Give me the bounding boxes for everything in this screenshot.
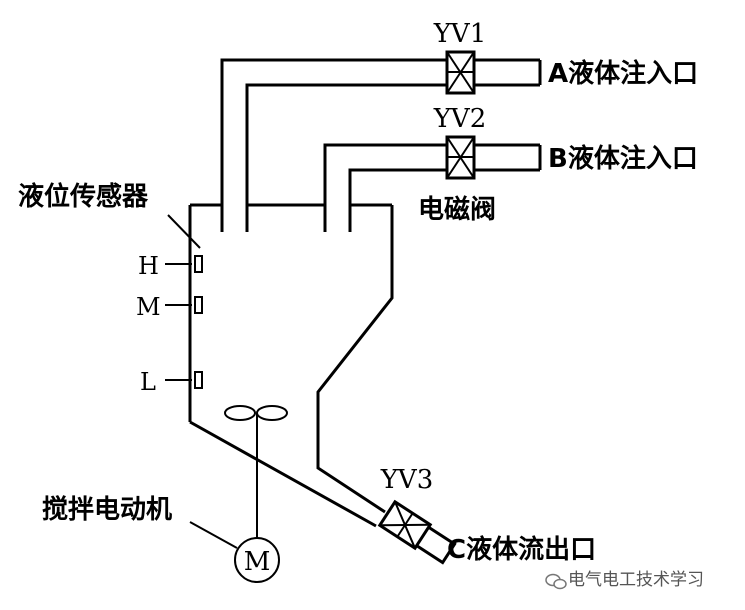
motor-symbol-label: M — [244, 547, 271, 577]
level-h-label: H — [138, 252, 159, 280]
watermark: 电气电工技术学习 — [545, 570, 704, 590]
pipe-b — [323, 143, 542, 232]
inlet-a-label: A液体注入口 — [548, 58, 698, 89]
level-sensors — [165, 214, 203, 389]
level-sensor-label: 液位传感器 — [18, 181, 149, 212]
yv1-label: YV1 — [433, 19, 486, 49]
valve-yv2 — [445, 135, 476, 180]
motor-label: 搅拌电动机 — [42, 494, 172, 525]
pipe-a — [220, 58, 542, 232]
outlet-c-label: C液体流出口 — [447, 535, 596, 565]
outlet-pipe — [415, 525, 457, 565]
agitator — [189, 405, 288, 583]
solenoid-valve-label: 电磁阀 — [418, 194, 496, 225]
inlet-b-label: B液体注入口 — [548, 143, 698, 174]
yv2-label: YV2 — [433, 104, 486, 134]
yv3-label: YV3 — [380, 465, 433, 495]
level-m-label: M — [136, 293, 161, 321]
valve-yv3 — [377, 499, 433, 551]
valve-yv1 — [445, 50, 476, 95]
watermark-text: 电气电工技术学习 — [568, 570, 704, 590]
wechat-icon — [545, 573, 567, 590]
motor-symbol-circle — [234, 537, 280, 583]
tank — [188, 203, 394, 528]
level-l-label: L — [140, 368, 156, 396]
